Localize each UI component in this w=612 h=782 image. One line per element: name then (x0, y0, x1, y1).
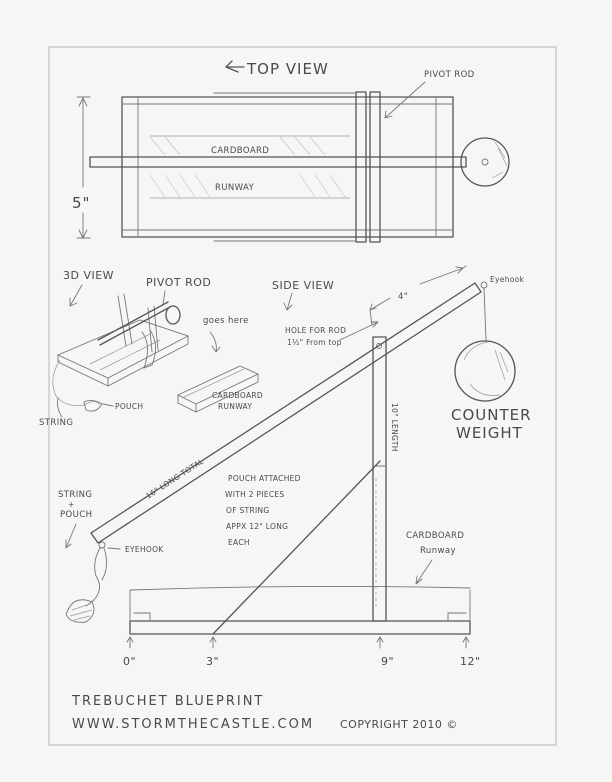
side-view-string (85, 547, 107, 607)
side-view-base (129, 620, 471, 635)
top-view-width-dimension: 5" (72, 96, 91, 240)
hole-for-rod-label-line1: HOLE FOR ROD (285, 326, 346, 335)
view-3d: 3D VIEW PIVOT ROD goes here POUCH STRING (39, 269, 263, 428)
upright-length-label: 10" LENGTH (390, 403, 399, 452)
side-view-arrow-icon (283, 292, 293, 311)
view-3d-arrow-icon (69, 284, 83, 307)
pouch-note: POUCH ATTACHED WITH 2 PIECES OF STRING A… (225, 474, 301, 547)
view-3d-pouch-label: POUCH (115, 402, 143, 411)
top-view-width-label: 5" (72, 194, 90, 212)
string-pouch-label-line3: POUCH (60, 510, 92, 520)
side-view-runway (129, 585, 471, 622)
pivot-rod-arrow-icon (384, 81, 426, 119)
footer-site: WWW.STORMTHECASTLE.COM (72, 717, 314, 732)
string-pouch-label-line1: STRING (58, 490, 92, 500)
top-view-pivot-rod-label: PIVOT ROD (424, 70, 475, 80)
hole-for-rod-label-line2: 1½" From top (287, 338, 342, 347)
top-view: TOP VIEW (72, 60, 510, 243)
view-3d-string-label: STRING (39, 418, 73, 428)
string-pouch-label-line2: + (68, 500, 75, 509)
side-view-arm (90, 282, 482, 544)
top-view-runway-label: RUNWAY (215, 183, 255, 193)
side-view-upright (372, 336, 387, 622)
side-view-brace (212, 460, 381, 635)
side-view-counterweight (454, 340, 516, 402)
arm-tip-dimension (369, 265, 467, 326)
top-view-cardboard-label: CARDBOARD (211, 146, 269, 156)
scale-label-3: 3" (206, 655, 219, 668)
top-view-counterweight (460, 137, 510, 187)
side-view-pouch (65, 599, 95, 623)
arm-tip-label: 4" (398, 292, 408, 302)
bottom-eyehook-label: EYEHOOK (125, 545, 164, 554)
pouch-note-line5: EACH (228, 538, 250, 547)
runway-arrow-icon (415, 559, 433, 585)
top-eyehook (480, 281, 488, 289)
top-view-title: TOP VIEW (246, 60, 329, 78)
pouch-note-line4: APPX 12" LONG (226, 522, 288, 531)
counterweight-label-line2: WEIGHT (456, 424, 523, 442)
pouch-note-line2: WITH 2 PIECES (225, 490, 285, 499)
top-view-runway-hatch (149, 135, 350, 199)
view-3d-trebuchet (52, 293, 190, 412)
view-3d-runway-label: RUNWAY (218, 402, 252, 411)
page-border (48, 46, 557, 746)
string-pouch-arrow-icon (65, 523, 77, 549)
view-3d-pivot-rod-label: PIVOT ROD (146, 276, 211, 289)
scale-label-12: 12" (460, 655, 481, 668)
footer-copyright: COPYRIGHT 2010 © (340, 718, 458, 731)
top-eyehook-label: Eyehook (490, 275, 525, 284)
pouch-note-line1: POUCH ATTACHED (228, 474, 301, 483)
footer-title: TREBUCHET BLUEPRINT (71, 694, 264, 709)
top-view-arm (89, 156, 467, 168)
view-3d-cardboard-label: CARDBOARD (212, 391, 263, 400)
scale-label-0: 0" (123, 655, 136, 668)
side-view-runway-label-line1: CARDBOARD (406, 531, 464, 541)
side-view-title: SIDE VIEW (272, 279, 334, 292)
bottom-eyehook (98, 541, 106, 549)
view-3d-goes-here-label: goes here (203, 316, 249, 326)
side-view-runway-label-line2: Runway (420, 546, 456, 556)
goes-here-arrow-icon (209, 331, 221, 353)
view-3d-cardboard-runway (176, 365, 260, 413)
view-3d-title: 3D VIEW (63, 269, 114, 282)
top-view-arrow-icon (225, 60, 245, 73)
pivot-hole (376, 343, 382, 349)
pouch-note-line3: OF STRING (226, 506, 270, 515)
counterweight-label-line1: COUNTER (451, 406, 532, 424)
scale-markers: 0" 3" 9" 12" (123, 636, 481, 668)
footer: TREBUCHET BLUEPRINT WWW.STORMTHECASTLE.C… (71, 694, 458, 732)
scale-label-9: 9" (381, 655, 394, 668)
